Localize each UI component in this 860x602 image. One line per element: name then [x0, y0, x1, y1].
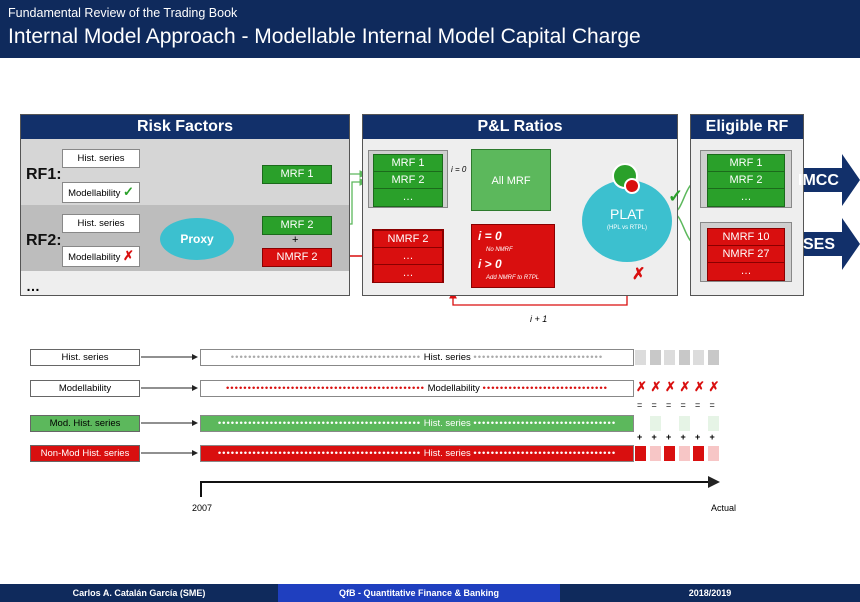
non-mod-cell: [706, 445, 720, 462]
eligible-red-group: NMRF 10 NMRF 27 …: [700, 222, 792, 282]
proxy-ellipse: Proxy: [160, 218, 234, 260]
mod-cell: [706, 415, 720, 432]
slide-title: Internal Model Approach - Modellable Int…: [8, 25, 641, 48]
timeline-start-label: 2007: [192, 503, 213, 513]
pass-check-icon: ✓: [668, 186, 684, 206]
timeline-row-label: Hist. series: [30, 349, 140, 366]
mod-cell: [663, 415, 676, 432]
pl-green-item: …: [373, 188, 443, 207]
eligible-red-item: NMRF 27: [707, 245, 785, 264]
equals-sign: =: [666, 400, 672, 410]
plus-sign: +: [680, 432, 686, 442]
plat-fail-badge-icon: [624, 178, 640, 194]
mod-cell: [692, 415, 705, 432]
risk-factors-title: Risk Factors: [21, 115, 349, 139]
equals-sign: =: [680, 400, 686, 410]
eligible-green-item: …: [707, 188, 785, 207]
plus-sign: +: [695, 432, 701, 442]
pl-red-item: …: [373, 264, 443, 283]
pl-green-group: MRF 1 MRF 2 …: [368, 150, 448, 208]
pl-red-group: NMRF 2 … …: [372, 229, 444, 283]
ses-label: SES: [803, 236, 836, 253]
cond2-text: i > 0: [478, 257, 502, 271]
non-mod-hist-series-bar: ••••••••••••••••••••••••••••••••••••••••…: [200, 445, 634, 462]
hist-grey-cell: [677, 349, 691, 366]
pl-ratios-title: P&L Ratios: [363, 115, 677, 139]
cond2-note: Add NMRF to RTPL: [486, 275, 540, 281]
rf1-mrf-box: MRF 1: [262, 165, 332, 184]
plat-ellipse: PLAT (HPL vs RTPL): [582, 180, 672, 262]
timeline-end-label: Actual: [711, 503, 737, 513]
timeline-row-label: Non-Mod Hist. series: [30, 445, 140, 462]
modellability-cross-icon: ✗: [694, 379, 705, 394]
eligible-rf-title: Eligible RF: [691, 115, 803, 139]
cond1-text: i = 0: [478, 229, 502, 243]
plus-sign: +: [709, 432, 715, 442]
rf2-label: RF2:: [26, 232, 62, 249]
risk-factors-panel: Risk Factors: [20, 114, 350, 296]
footer-course: QfB - Quantitative Finance & Banking: [278, 584, 560, 602]
hist-grey-cell: [648, 349, 662, 366]
modellability-bar: ••••••••••••••••••••••••••••••••••••••••…: [200, 380, 634, 397]
non-mod-cell: [692, 445, 705, 462]
rf1-modellability: Modellability ✓: [62, 182, 140, 203]
hist-grey-cell: [663, 349, 676, 366]
modellability-cross-icon: ✗: [665, 379, 676, 394]
plus-sign: +: [666, 432, 672, 442]
rf2-mrf-box: MRF 2: [262, 216, 332, 235]
mod-cell: [634, 415, 647, 432]
rf2-plus-sign: +: [292, 234, 299, 246]
plat-label: PLAT: [610, 206, 644, 222]
rf2-hist-series: Hist. series: [62, 214, 140, 233]
plus-sign: +: [651, 432, 657, 442]
cross-icon: ✗: [123, 248, 134, 263]
equals-sign: =: [709, 400, 715, 410]
timeline-row-label: Modellability: [30, 380, 140, 397]
non-mod-cell: [648, 445, 662, 462]
timeline-row-label: Mod. Hist. series: [30, 415, 140, 432]
mod-cell: [677, 415, 691, 432]
modellability-cross-icon: ✗: [636, 379, 647, 394]
rf2-nmrf-box: NMRF 2: [262, 248, 332, 267]
equals-sign: =: [637, 400, 643, 410]
slide-header: Fundamental Review of the Trading Book I…: [0, 0, 860, 58]
hist-grey-cell: [634, 349, 647, 366]
loop-label: i + 1: [530, 314, 548, 324]
hist-grey-cell: [692, 349, 705, 366]
equals-sign: =: [651, 400, 657, 410]
equals-sign: =: [695, 400, 701, 410]
fail-cross-icon: ✗: [632, 266, 646, 283]
mod-hist-series-bar: ••••••••••••••••••••••••••••••••••••••••…: [200, 415, 634, 432]
non-mod-cell: [677, 445, 691, 462]
plus-sign: +: [637, 432, 643, 442]
rf1-hist-series: Hist. series: [62, 149, 140, 168]
non-mod-cell: [634, 445, 647, 462]
hist-grey-cell: [706, 349, 720, 366]
mod-cell: [648, 415, 662, 432]
eligible-green-item: MRF 1: [707, 154, 785, 173]
more-rf-ellipsis: …: [26, 278, 40, 294]
modellability-cross-icon: ✗: [679, 379, 691, 394]
imcc-label: IMCC: [798, 172, 839, 189]
i-zero-label: i = 0: [451, 165, 467, 174]
all-mrf-box: All MRF: [471, 149, 551, 211]
rf2-modellability: Modellability ✗: [62, 246, 140, 267]
modellability-cross-icon: ✗: [650, 379, 662, 394]
condition-box: i = 0 No NMRF i > 0 Add NMRF to RTPL: [471, 224, 555, 288]
footer-year: 2018/2019: [560, 584, 860, 602]
rf1-label: RF1:: [26, 166, 62, 183]
modellability-cross-icon: ✗: [708, 379, 720, 394]
footer-author: Carlos A. Catalán García (SME): [0, 584, 278, 602]
slide-supertitle: Fundamental Review of the Trading Book: [8, 6, 238, 20]
check-icon: ✓: [123, 184, 134, 199]
eligible-red-item: …: [707, 262, 785, 281]
cond1-note: No NMRF: [486, 247, 513, 253]
eligible-green-group: MRF 1 MRF 2 …: [700, 150, 792, 208]
eligible-green-item: MRF 2: [707, 171, 785, 190]
hist-series-bar: ••••••••••••••••••••••••••••••••••••••••…: [200, 349, 634, 366]
non-mod-cell: [663, 445, 676, 462]
plat-sublabel: (HPL vs RTPL): [606, 225, 647, 231]
